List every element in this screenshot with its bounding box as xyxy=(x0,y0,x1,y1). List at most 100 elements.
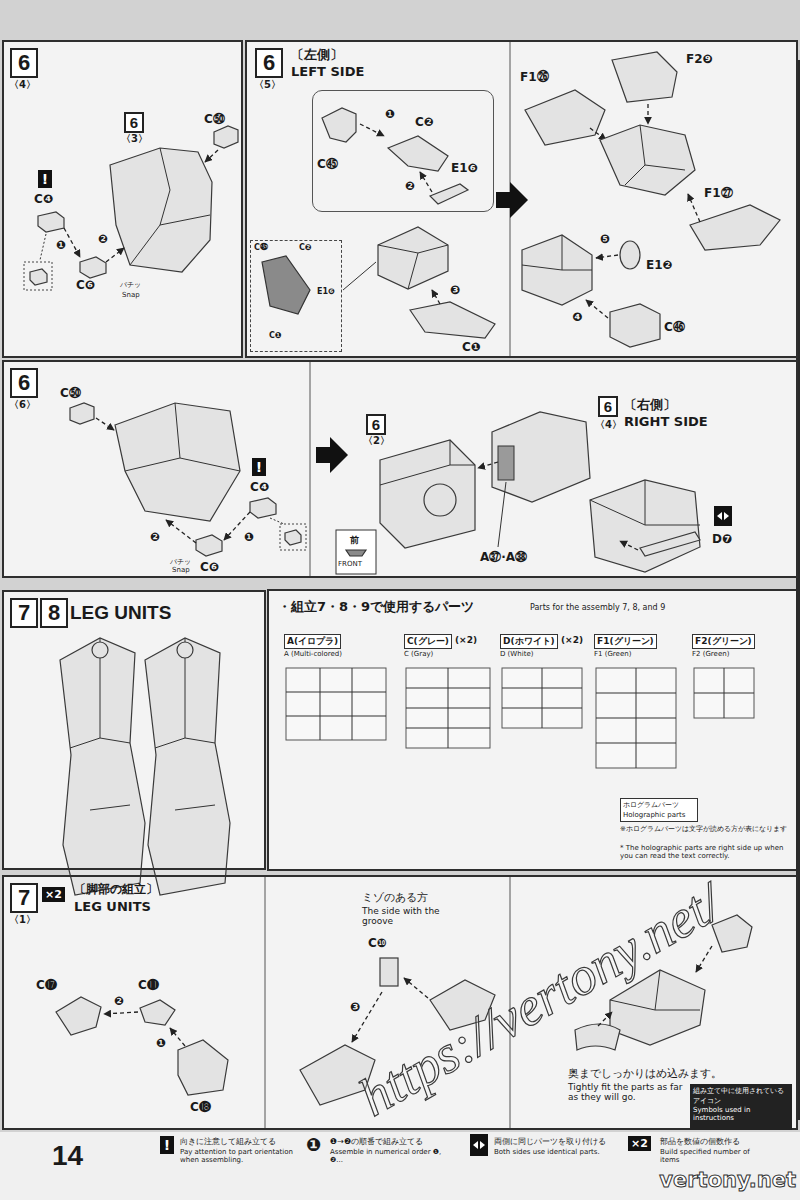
illustration-shape xyxy=(352,992,382,1042)
runner-label: D(ホワイト) xyxy=(500,634,558,649)
illustration-shape xyxy=(420,172,432,192)
illustration-shape xyxy=(694,668,754,718)
illustration-shape xyxy=(115,403,240,521)
runner-box: D(ホワイト)(×2)D (White) xyxy=(500,634,592,734)
illustration-shape xyxy=(70,403,94,424)
note-text: Symbols used in instructions xyxy=(693,1106,787,1122)
illustration-shape xyxy=(205,150,218,162)
callout-number: C㊿ xyxy=(204,112,225,126)
note-text: 部品を数値の個数作る xyxy=(660,1136,740,1147)
callout-number: D❼ xyxy=(712,532,732,546)
illustration-shape xyxy=(245,40,798,358)
illustration-shape xyxy=(130,148,210,265)
illustration-shape xyxy=(250,498,276,518)
illustration-shape xyxy=(270,518,284,524)
callout-number: C⓲ xyxy=(190,1100,211,1114)
illustration-shape xyxy=(496,182,528,218)
illustration-shape xyxy=(265,877,266,1128)
callout-number: ❺ xyxy=(600,232,610,246)
note-text: 両側に同じパーツを取り付ける xyxy=(494,1136,606,1147)
illustration-shape xyxy=(170,1028,185,1046)
icon-legend-box: 組み立て中に使用されているアイコンSymbols used in instruc… xyxy=(690,1084,792,1130)
section-heading: LEG UNITS xyxy=(70,602,171,624)
callout-number: C❶ xyxy=(462,340,481,354)
runner-label: C(グレー) xyxy=(404,634,452,649)
callout-number: F1㉗ xyxy=(704,186,733,200)
illustration-shape xyxy=(498,482,506,547)
illustration-shape xyxy=(64,228,80,257)
note-text: FRONT xyxy=(338,560,362,568)
illustration-shape xyxy=(406,668,490,748)
quantity-badge: ×2 xyxy=(628,1136,651,1151)
illustration-shape xyxy=(502,668,582,728)
watermark: vertony.net xyxy=(659,1168,796,1192)
illustration-shape xyxy=(60,638,145,895)
runner-label: A(イロプラ) xyxy=(284,634,341,649)
detail-inset: ❶C❷C㊺❷E1❻ xyxy=(312,90,494,212)
illustration-shape xyxy=(30,269,47,285)
illustration-shape xyxy=(343,262,376,290)
illustration-shape xyxy=(647,104,648,124)
callout-number: C⓱ xyxy=(36,978,57,992)
runner-label: F2(グリーン) xyxy=(692,634,755,649)
callout-number: ❷ xyxy=(405,179,415,193)
illustration-shape xyxy=(40,234,46,260)
note-text: 奥までしっかりはめ込みます。 xyxy=(568,1066,722,1081)
note-text: ホログラムパーツ xyxy=(623,800,679,810)
illustration-shape xyxy=(177,642,193,658)
illustration-shape xyxy=(502,668,582,728)
note-text: F2 (Green) xyxy=(692,650,729,658)
substep-number: 〈4〉 xyxy=(595,418,622,432)
runner-box: F1(グリーン)F1 (Green) xyxy=(594,634,686,784)
illustration-shape xyxy=(596,668,676,768)
runner-box: C(グレー)(×2)C (Gray) xyxy=(404,634,496,750)
illustration-shape xyxy=(404,978,428,998)
caution-icon: ! xyxy=(252,458,266,476)
note-text: Snap xyxy=(172,566,190,574)
illustration-shape xyxy=(690,205,780,250)
illustration-shape xyxy=(104,1012,138,1014)
illustration-shape xyxy=(196,535,222,556)
note-text: F1 (Green) xyxy=(594,650,631,658)
caution-icon: ! xyxy=(38,170,52,188)
note-text: ※ホログラムパーツは文字が読める方が表になります xyxy=(620,824,790,834)
page-number: 14 xyxy=(52,1140,83,1172)
callout-number: ❶ xyxy=(244,530,254,544)
runner-label: F1(グリーン) xyxy=(594,634,657,649)
illustration-shape xyxy=(596,255,618,258)
note-text: 組み立て中に使用されているアイコン xyxy=(693,1086,787,1106)
note-text: (×2) xyxy=(455,635,477,645)
step-number: 6 xyxy=(598,396,618,417)
illustration-shape xyxy=(522,235,592,305)
illustration-shape xyxy=(166,520,196,543)
illustration-shape xyxy=(360,124,384,136)
illustration-shape xyxy=(612,52,677,102)
step-number: 6 xyxy=(366,414,386,435)
callout-number: ❷ xyxy=(98,232,108,246)
illustration-shape xyxy=(285,530,301,545)
callout-number: C⓫ xyxy=(138,978,159,992)
illustration-shape xyxy=(478,462,498,468)
illustration-shape xyxy=(0,1132,800,1200)
note-text: Parts for the assembly 7, 8, and 9 xyxy=(530,603,665,612)
illustration-shape xyxy=(717,512,729,520)
illustration-shape xyxy=(625,125,685,185)
illustration-shape xyxy=(38,212,64,232)
step-heading: LEG UNITS xyxy=(74,899,151,914)
step-heading: 〔左側〕 xyxy=(291,46,343,64)
detail-box: C㊺C❷E1❻C❶ xyxy=(250,240,342,352)
illustration-shape xyxy=(688,194,700,222)
note-text: ミゾのある方 xyxy=(362,890,428,905)
callout-number: F2❾ xyxy=(686,52,713,66)
runner-box: A(イロプラ)A (Multi-colored) xyxy=(284,634,388,744)
illustration-shape xyxy=(378,227,448,289)
note-text: ❶→❷の順番で組み立てる xyxy=(330,1136,423,1147)
step-heading: RIGHT SIDE xyxy=(624,414,708,429)
illustration-shape xyxy=(575,1024,620,1050)
illustration-shape xyxy=(378,245,448,289)
substep-number: 〈1〉 xyxy=(9,913,36,927)
note-text: パチッ xyxy=(120,280,141,290)
step-number: 6 xyxy=(10,368,38,398)
holographic-box: ホログラムパーツHolographic parts xyxy=(620,798,698,822)
